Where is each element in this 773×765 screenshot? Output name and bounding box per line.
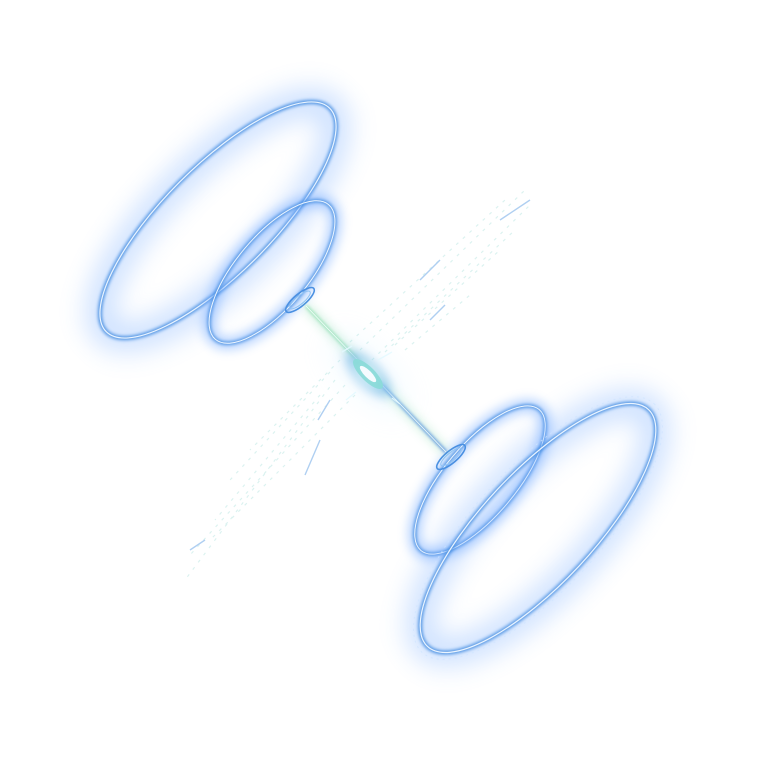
ring-lower-small <box>407 398 553 562</box>
energy-core <box>328 334 408 414</box>
beam-end-ring-bottom <box>435 443 467 471</box>
ring-upper-large <box>88 90 348 350</box>
ring-lower-large <box>409 392 667 664</box>
beam-end-ring-top <box>284 286 316 314</box>
particle-spray-upper <box>349 189 531 361</box>
particle-spray-lower <box>184 359 356 581</box>
